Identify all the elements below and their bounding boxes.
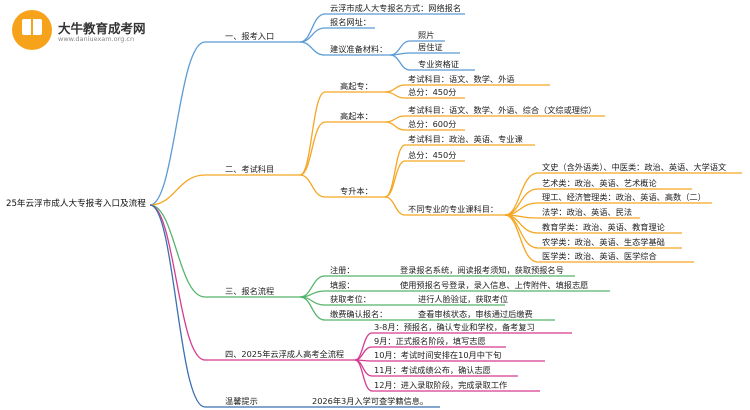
b4-item: 3-8月：预报名，确认专业和学校，备考复习 xyxy=(374,322,535,332)
branch-4-label: 四、2025年云浮成人高考全流程 xyxy=(225,349,345,359)
b2-spec-item: 文史（含外语类）、中医类：政治、英语、大学语文 xyxy=(542,162,727,172)
logo-title: 大牛教育成考网 xyxy=(58,21,146,36)
branch-5-label: 温馨提示 xyxy=(225,396,258,406)
b1-site: 报名网址： xyxy=(330,17,371,27)
b2-zsb-label: 专升本： xyxy=(340,186,373,196)
b2-spec-item: 艺术类：政治、英语、艺术概论 xyxy=(542,178,657,188)
b3-step-desc: 登录报名系统，阅读报考须知，获取预报名号 xyxy=(400,265,564,275)
b1-mat-item: 照片 xyxy=(418,30,435,40)
b2-zsb-total: 总分：450分 xyxy=(408,150,457,160)
b2-gqz-total: 总分：450分 xyxy=(408,87,457,97)
b3-step-name: 缴费确认报名： xyxy=(330,309,388,319)
b1-mode: 云浮市成人大专报名方式：网络报名 xyxy=(330,3,462,13)
b2-gqb-subjects: 考试科目：语文、数学、外语、综合（文综或理综） xyxy=(408,105,597,115)
logo-url: www.daniuexam.org.cn xyxy=(58,35,135,43)
b5-note: 2026年3月入学可查学籍信息。 xyxy=(312,396,429,406)
b3-step-desc: 进行人脸验证，获取考位 xyxy=(418,294,509,304)
b2-spec-item: 教育学类：政治、英语、教育理论 xyxy=(542,222,665,232)
b3-step-desc: 查看审核状态，审核通过后缴费 xyxy=(418,309,533,319)
b4-item: 12月：进入录取阶段，完成录取工作 xyxy=(374,380,508,390)
b1-mat-item: 居住证 xyxy=(418,42,443,52)
b2-spec-item: 法学：政治、英语、民法 xyxy=(542,207,633,217)
branch-2-label: 二、考试科目 xyxy=(225,164,275,174)
b3-step-name: 注册： xyxy=(330,265,355,275)
b2-spec-item: 农学类：政治、英语、生态学基础 xyxy=(542,237,665,247)
b3-step-desc: 使用预报名号登录，录入信息、上传附件、填报志愿 xyxy=(400,280,589,290)
b2-gqz-subjects: 考试科目：语文、数学、外语 xyxy=(408,74,515,84)
book-icon xyxy=(22,19,42,35)
b3-step-name: 获取考位： xyxy=(330,294,371,304)
b4-item: 9月：正式报名阶段，填写志愿 xyxy=(374,336,486,346)
root-node: 25年云浮市成人大专报考入口及流程 xyxy=(6,199,146,209)
b2-spec-item: 理工、经济管理类：政治、英语、高数（二） xyxy=(542,192,706,202)
b2-zsb-subjects: 考试科目：政治、英语、专业课 xyxy=(408,134,523,144)
branch-3-label: 三、报名流程 xyxy=(225,286,275,296)
b4-item: 10月：考试时间安排在10月中下旬 xyxy=(374,350,502,360)
b2-gqz-label: 高起专： xyxy=(340,81,373,91)
b1-materials: 建议准备材料： xyxy=(330,44,388,54)
b2-gqb-label: 高起本： xyxy=(340,111,373,121)
b4-item: 11月：考试成绩公布，确认志愿 xyxy=(374,365,491,375)
branch-1-label: 一、报考入口 xyxy=(225,31,275,41)
b2-spec-label: 不同专业的专业课科目： xyxy=(408,204,499,214)
b2-gqb-total: 总分：600分 xyxy=(408,119,457,129)
b3-step-name: 填报： xyxy=(330,280,355,290)
b1-mat-item: 专业资格证 xyxy=(418,59,459,69)
b2-spec-item: 医学类：政治、英语、医学综合 xyxy=(542,251,657,261)
